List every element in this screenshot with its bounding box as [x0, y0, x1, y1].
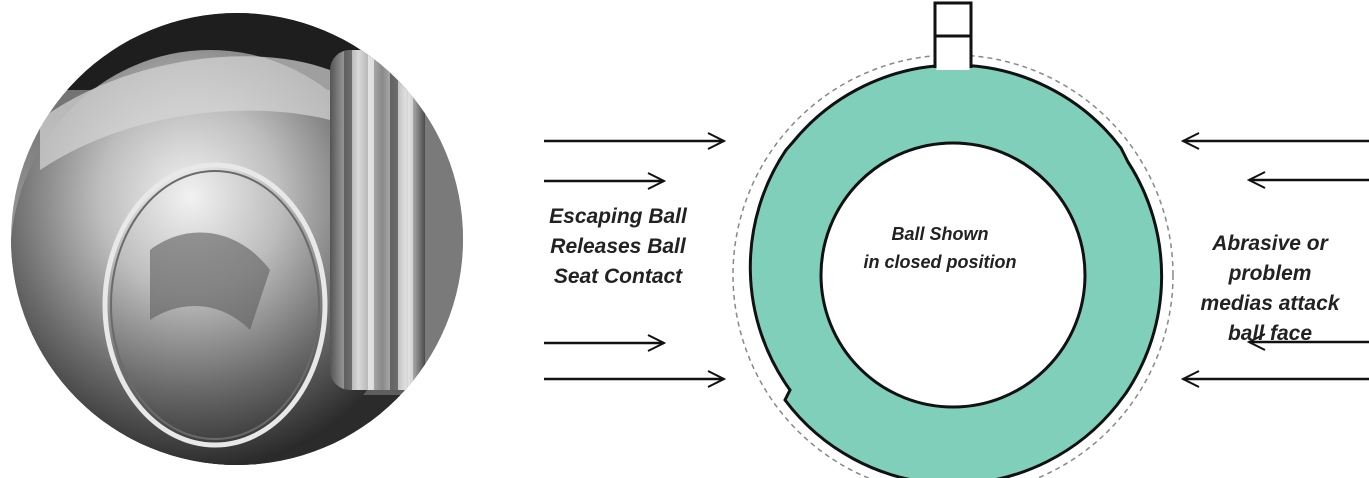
caption-line: medias attack [1180, 289, 1360, 319]
caption-line: Abrasive or [1180, 229, 1360, 259]
caption-line: Seat Contact [528, 262, 708, 292]
escaping-ball-caption: Escaping Ball Releases Ball Seat Contact [528, 202, 708, 292]
abrasive-media-caption: Abrasive or problem medias attack ball f… [1180, 229, 1360, 349]
caption-line: in closed position [840, 248, 1040, 276]
caption-line: problem [1180, 259, 1360, 289]
caption-line: Ball Shown [840, 220, 1040, 248]
ball-valve-photo [0, 0, 470, 478]
caption-line: Releases Ball [528, 232, 708, 262]
caption-line: Escaping Ball [528, 202, 708, 232]
caption-line: ball face [1180, 319, 1360, 349]
ball-position-caption: Ball Shown in closed position [840, 220, 1040, 276]
